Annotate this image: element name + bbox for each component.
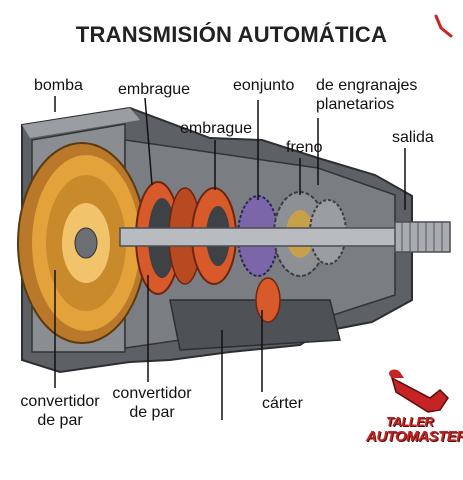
label-engranajes-line2: planetarios xyxy=(316,96,395,113)
label-freno: freno xyxy=(286,139,323,156)
wrench-icon xyxy=(389,369,449,413)
leader-lines xyxy=(54,96,406,420)
label-salida: salida xyxy=(392,129,434,146)
label-conjunto: eonjunto xyxy=(233,77,295,94)
label-carter: cárter xyxy=(262,395,303,412)
logo-line2: AUTOMASTER xyxy=(366,428,463,445)
torque-converter xyxy=(17,142,147,344)
label-convertidor-center-line2: de par xyxy=(129,404,175,421)
label-embrague-top: embrague xyxy=(118,81,191,98)
label-engranajes-line1: de engranajes xyxy=(316,77,418,94)
leader-embrague-top xyxy=(144,97,153,186)
label-convertidor-center-line1: convertidor xyxy=(112,385,192,402)
output-shaft xyxy=(119,221,451,253)
label-convertidor-left-line2: de par xyxy=(37,412,83,429)
logo-line1: TALLER xyxy=(386,414,434,429)
label-convertidor-left-line1: convertidor xyxy=(20,393,100,410)
label-bomba: bomba xyxy=(34,77,83,94)
label-embrague-mid: embrague xyxy=(180,120,253,137)
brake-band xyxy=(255,277,281,323)
corner-mark-icon xyxy=(434,14,453,38)
page-title: TRANSMISIÓN AUTOMÁTICA xyxy=(75,22,388,47)
